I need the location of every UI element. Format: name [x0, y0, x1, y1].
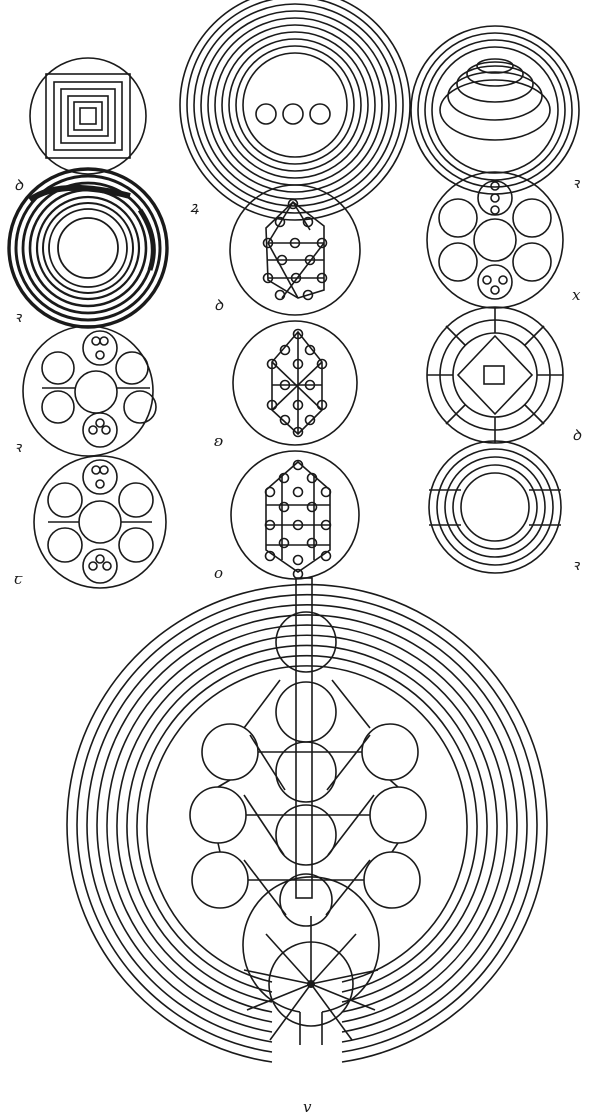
lattice-circle-2	[233, 321, 357, 445]
dome-rings-circle	[411, 26, 579, 194]
label-m: v	[303, 1098, 312, 1116]
tree-of-spheres	[190, 612, 426, 926]
dark-rings-circle	[9, 169, 167, 327]
label-g: ʚ	[214, 432, 224, 450]
label-i: ꝛ	[572, 174, 581, 192]
nested-squares-circle	[30, 58, 146, 174]
spheres-circle-upper	[23, 326, 156, 456]
label-j: x	[572, 286, 581, 304]
right-column	[411, 26, 579, 573]
label-k: ꝺ	[572, 426, 582, 444]
lattice-circle-1	[230, 185, 360, 315]
spheres-circle-right	[427, 172, 563, 308]
label-d: ꞇ	[14, 570, 23, 588]
left-column	[9, 58, 167, 588]
lattice-circle-3	[231, 451, 359, 579]
label-h: o	[214, 564, 223, 582]
segmented-rings-circle	[427, 307, 563, 443]
label-b: ꝛ	[14, 308, 23, 326]
banded-rings-circle	[429, 441, 561, 573]
label-e: ꝝ	[190, 198, 199, 216]
label-f: ꝺ	[214, 296, 224, 314]
spheres-circle-lower	[34, 456, 166, 588]
label-l: ꝛ	[572, 556, 581, 574]
top-concentric-rings	[180, 0, 410, 220]
label-a: ꝺ	[14, 176, 24, 194]
label-c: ꝛ	[14, 438, 23, 456]
